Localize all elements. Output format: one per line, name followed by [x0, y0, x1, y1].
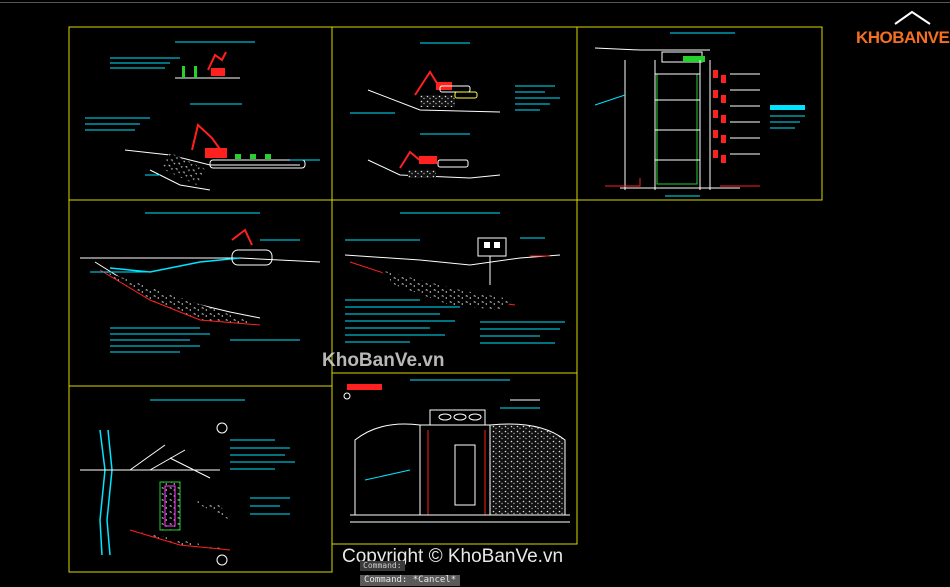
panel-pump-station-section — [343, 379, 570, 523]
khobanve-logo: KHOBANVE — [852, 12, 950, 52]
logo-text: KHOBANVE — [856, 28, 950, 47]
panel-excavation-barge — [350, 42, 560, 179]
panel-pipe-route-plan — [80, 399, 295, 566]
panel-cofferdam-elevation — [594, 32, 805, 197]
khobanve-logo-mark — [894, 10, 931, 25]
top-border — [0, 2, 950, 3]
sheet-frames — [68, 26, 823, 573]
watermark-center: KhoBanVe.vn — [322, 350, 445, 371]
panel-trench-outfall — [344, 212, 565, 344]
panel-pipe-laying — [80, 212, 321, 353]
command-history-line: Command: — [360, 561, 405, 571]
panel-excavator-cut — [85, 41, 320, 191]
command-line[interactable]: Command: *Cancel* — [360, 575, 461, 586]
